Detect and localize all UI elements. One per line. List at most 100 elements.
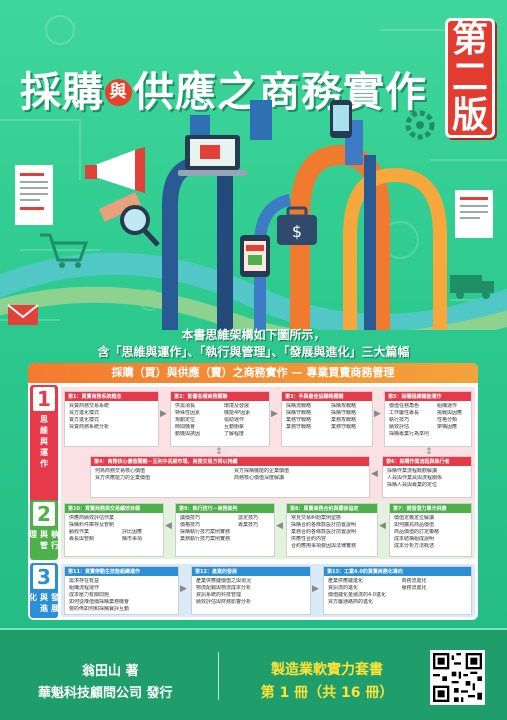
chapter-item: 績效評估 bbox=[389, 424, 410, 430]
chapter-item: 物流配銷與物流成本分析 bbox=[196, 585, 252, 591]
chapter-item: 價值定義定位解讀 bbox=[394, 515, 435, 521]
smartphone-icon bbox=[330, 100, 352, 138]
tablet-store-icon bbox=[240, 235, 270, 277]
chapter-item: 規劃定位 bbox=[175, 417, 196, 423]
chapter-item: 採購專業行為準則 bbox=[389, 431, 430, 437]
edition-char: 二 bbox=[451, 57, 488, 98]
chapter-6-box: 第6：採購作業流程與執行者 採購作業流程概觀解讀 人員與作業員與流程關係 採購人… bbox=[382, 456, 472, 498]
chapter-item: 績效評估與財務影響分析 bbox=[196, 599, 252, 605]
chapter-item: 資訊系統的科技管理 bbox=[196, 592, 242, 598]
footer-vertical-divider bbox=[218, 652, 219, 700]
chapter-item: 何為商務交易核心價值 bbox=[95, 468, 146, 474]
arrow-right-icon: ▶ bbox=[180, 584, 187, 594]
chapter-item: 產業供應鏈進化 bbox=[328, 578, 364, 584]
arrow-left-icon: ◀ bbox=[165, 521, 172, 531]
chapter-title: 第4：商務核心價值關鍵－互利中長期市場，商務交易方得以持續 bbox=[91, 457, 369, 466]
chapter-item: 價值任務角色 bbox=[389, 403, 420, 409]
chapter-item: 產業供應鏈價值之與現況 bbox=[196, 578, 252, 584]
chapter-item: 議價技巧 bbox=[180, 515, 201, 521]
chapter-item: 顧收作業 bbox=[69, 529, 90, 535]
megaphone-icon bbox=[85, 147, 145, 193]
chapter-item: 採購守戰略 bbox=[331, 410, 357, 416]
chapter-4-box: 第4：商務核心價值關鍵－互利中長期市場，商務交易方得以持續 何為商務交易核心價值… bbox=[90, 456, 370, 498]
chapter-item: 協助運作 bbox=[224, 417, 245, 423]
arrow-left-icon: ◀ bbox=[379, 521, 386, 531]
svg-text:$: $ bbox=[292, 222, 302, 241]
chapter-item: 業務攻戰略 bbox=[331, 417, 357, 423]
edition-char: 版 bbox=[451, 95, 488, 136]
series-volume: 第 1 冊（共 16 冊） bbox=[260, 685, 394, 701]
chapter-item: 賣方進化模式 bbox=[69, 417, 100, 423]
section-label: 思維與運作 bbox=[39, 415, 49, 470]
chapter-item: 專長與管制 bbox=[69, 536, 95, 542]
truck-icon bbox=[450, 275, 494, 299]
chapter-title: 第13：工業4.0的買賣商務化導向 bbox=[324, 567, 471, 576]
chapter-item: 買方採購機能的企業價值 bbox=[234, 468, 290, 474]
chapter-item: 常見交易糾紛案例型態 bbox=[291, 515, 342, 521]
chapter-item: 成本壓力有關問題 bbox=[69, 592, 110, 598]
cart-icon bbox=[40, 233, 89, 268]
chapter-item: 組織流程運作 bbox=[69, 585, 100, 591]
chapter-item: 環境及發展 bbox=[224, 403, 250, 409]
briefcase-dollar-icon: $ bbox=[277, 206, 317, 245]
laptop-icon bbox=[178, 135, 247, 176]
chapter-item: 買賣商務交易系統 bbox=[69, 403, 110, 409]
chapter-title: 第11：買賣帶動生技能組織運作 bbox=[65, 567, 178, 576]
chapter-2-box: 第2：影響各種商務關聯 供需消長 特殊性因素 規劃定位 時間機會 動機與誘因 環… bbox=[170, 391, 270, 447]
chapter-item: 架構因應 bbox=[437, 424, 458, 430]
qr-code-graphic bbox=[433, 653, 482, 702]
gear-icon bbox=[405, 110, 435, 140]
chapter-item: 業務守戰略 bbox=[286, 417, 312, 423]
chapter-item: 買方屬通路商的進化 bbox=[328, 599, 374, 605]
edition-char: 第 bbox=[451, 19, 488, 60]
chapter-item: 商品價值的訂定策略 bbox=[394, 529, 440, 535]
chapter-item: 採購料件庫存及管制 bbox=[69, 522, 115, 528]
chapter-title: 第1：買賣商務系統概念 bbox=[65, 392, 158, 401]
chapter-item: 評比因應 bbox=[122, 529, 143, 535]
section-number: 1 bbox=[33, 387, 55, 411]
chapter-item: 組織運作 bbox=[437, 403, 458, 409]
chapter-item: 業務守戰略 bbox=[286, 424, 312, 430]
chapter-1-box: 第1：買賣商務系統概念 買賣商務交易系統 買方進化模式 賣方進化模式 買賣商務系… bbox=[64, 391, 159, 447]
chapter-item: 商務流進化 bbox=[401, 578, 427, 584]
chapter-item: 業務守戰略 bbox=[331, 424, 357, 430]
chapter-7-box: 第7：開發潛力單元供應 價值定義定位解讀 如何擴充商品價值 商品價值的訂定策略 … bbox=[389, 503, 472, 557]
title-connector: 與 bbox=[105, 78, 132, 106]
chapter-3-box: 第3：手與最佳協職略關鍵 採購流戰略 採購守戰略 業務守戰略 業務守戰略 採購攻… bbox=[281, 391, 373, 447]
arrow-updown-icon: ⇕ bbox=[215, 447, 223, 457]
chapter-item: 要的佈如何和採購寶評互動 bbox=[69, 606, 130, 612]
arrow-left-icon: ◀ bbox=[276, 521, 283, 531]
section-number: 2 bbox=[33, 502, 55, 526]
envelope-icon bbox=[7, 304, 39, 325]
chapter-item: 買賣商務系統分析 bbox=[69, 424, 110, 430]
footer-band bbox=[0, 630, 507, 720]
chapter-item: 成本分析方法概述 bbox=[394, 543, 435, 549]
chapter-title: 第3：手與最佳協職略關鍵 bbox=[282, 392, 372, 401]
book-title: 採購與供應之商務實作 bbox=[20, 58, 427, 118]
chapter-item: 需求存在有益 bbox=[69, 578, 100, 584]
chapter-12-box: 第12：產業的發展 產業供應鏈價值之與現況 物流配銷與物流成本分析 資訊系統的科… bbox=[191, 566, 311, 615]
section-number: 3 bbox=[33, 565, 55, 589]
chapter-item: 合約應用事項要因與法律實務 bbox=[291, 543, 357, 549]
chapter-item: 了解程度 bbox=[224, 431, 245, 437]
qr-code-icon[interactable] bbox=[430, 650, 485, 705]
chapter-item: 特殊性因素 bbox=[175, 410, 201, 416]
chapter-item: 商務核心價值深度解讀 bbox=[234, 475, 285, 481]
section-1-tag: 1 思維與運作 bbox=[30, 385, 58, 507]
chapter-item: 成本結構組成說明 bbox=[394, 536, 435, 542]
chapter-item: 談定技巧 bbox=[238, 515, 259, 521]
chapter-item: 資訊流的進化 bbox=[328, 585, 359, 591]
chapter-title: 第10：買賣商務與交易績效目標 bbox=[65, 504, 163, 513]
chapter-item: 採購作業流程概觀解讀 bbox=[387, 468, 438, 474]
chapter-item: 工作屬性專長 bbox=[389, 410, 420, 416]
chapter-item: 如何從降值價採購業務機會 bbox=[69, 599, 130, 605]
chapter-item: 執行技巧 bbox=[389, 417, 410, 423]
intro-line-1: 本書思維架構如下圖所示， bbox=[181, 328, 326, 342]
chapter-title: 第6：採購作業流程與執行者 bbox=[383, 457, 471, 466]
edition-badge: 第 二 版 bbox=[445, 18, 495, 138]
arrow-left-icon: ◀ bbox=[371, 469, 378, 479]
chapter-item: 機能4P因素 bbox=[224, 410, 251, 416]
chapter-title: 第8：買賣商務合約與關係協定 bbox=[287, 504, 377, 513]
section-3-tag: 3 發展與進化 bbox=[29, 563, 60, 618]
chapter-item: 採購守戰略 bbox=[286, 410, 312, 416]
